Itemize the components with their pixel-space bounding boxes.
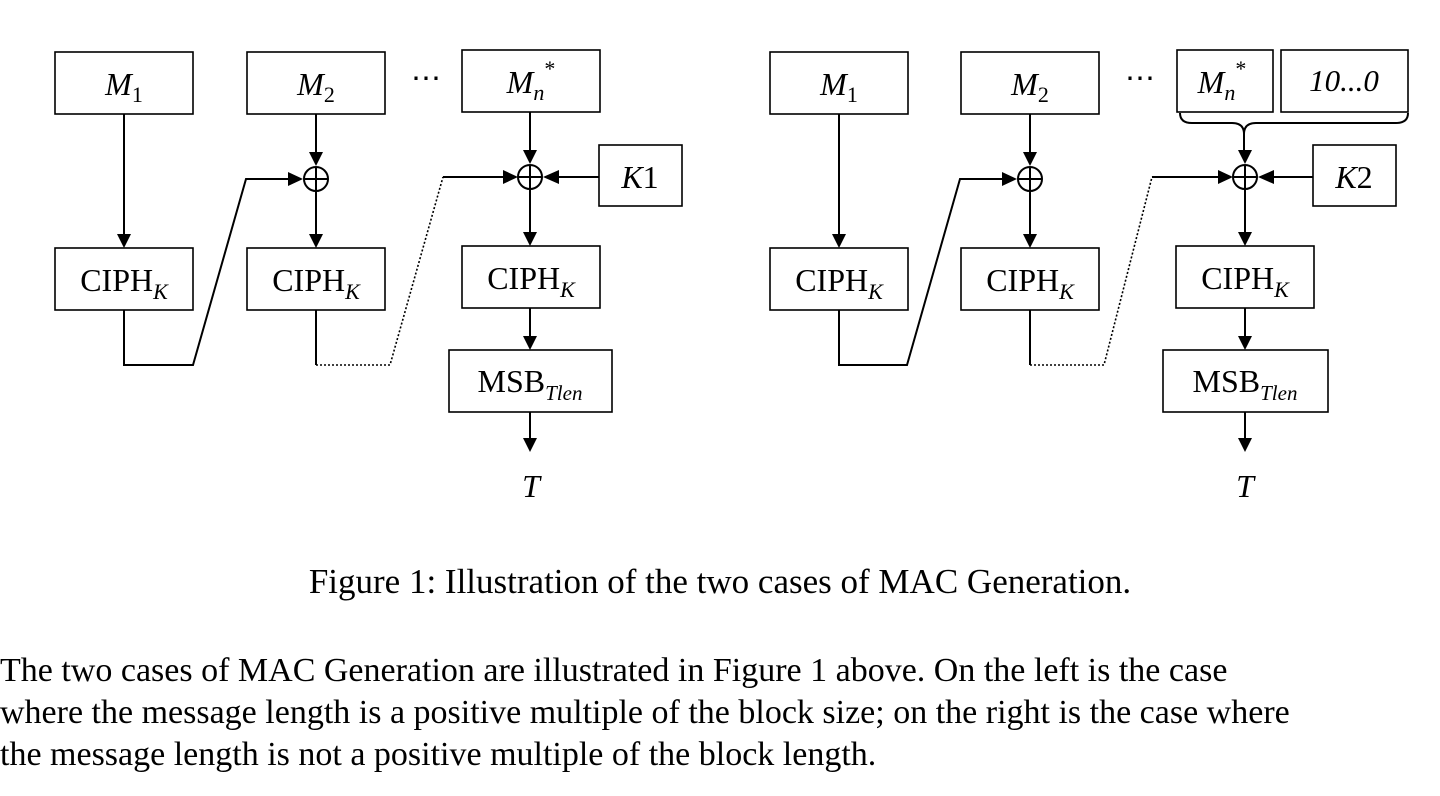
left-ciph-block-n: CIPHK bbox=[461, 245, 601, 309]
right-mn-block: Mn* bbox=[1176, 49, 1274, 113]
svg-text:MSBTlen: MSBTlen bbox=[1193, 363, 1298, 405]
left-output-t: T bbox=[522, 468, 542, 504]
left-connectors bbox=[117, 112, 599, 452]
svg-text:CIPHK: CIPHK bbox=[795, 262, 884, 304]
right-connectors bbox=[832, 114, 1313, 452]
left-xor-1 bbox=[303, 166, 329, 192]
svg-text:Mn*: Mn* bbox=[506, 56, 556, 105]
right-output-t: T bbox=[1236, 468, 1256, 504]
left-ciph-block-1: CIPHK bbox=[54, 247, 194, 311]
left-m2-block: M2 bbox=[246, 51, 386, 115]
svg-text:M2: M2 bbox=[1010, 66, 1049, 107]
figure-caption: Figure 1: Illustration of the two cases … bbox=[308, 562, 1132, 601]
svg-text:K2: K2 bbox=[1334, 159, 1372, 195]
svg-text:CIPHK: CIPHK bbox=[272, 262, 361, 304]
right-xor-1 bbox=[1017, 166, 1043, 192]
right-ellipsis: ⋯ bbox=[1125, 62, 1155, 95]
svg-text:10...0: 10...0 bbox=[1309, 63, 1379, 98]
paragraph-line: The two cases of MAC Generation are illu… bbox=[0, 652, 1228, 689]
right-xor-n bbox=[1232, 164, 1258, 190]
svg-text:M2: M2 bbox=[296, 66, 335, 107]
right-diagram: M1 M2 ⋯ Mn* 10...0 K2 CIPHK bbox=[769, 49, 1409, 504]
right-m1-block: M1 bbox=[769, 51, 909, 115]
left-m1-block: M1 bbox=[54, 51, 194, 115]
svg-text:CIPHK: CIPHK bbox=[1201, 260, 1290, 302]
svg-text:MSBTlen: MSBTlen bbox=[478, 363, 583, 405]
paragraph-line: where the message length is a positive m… bbox=[0, 694, 1290, 731]
svg-text:K1: K1 bbox=[620, 159, 658, 195]
left-ciph-block-2: CIPHK bbox=[246, 247, 386, 311]
right-m2-block: M2 bbox=[960, 51, 1100, 115]
svg-text:CIPHK: CIPHK bbox=[80, 262, 169, 304]
left-k1-block: K1 bbox=[598, 144, 683, 207]
left-xor-n bbox=[517, 164, 543, 190]
left-mn-block: Mn* bbox=[461, 49, 601, 113]
mac-generation-diagram: M1 M2 ⋯ Mn* K1 CIPHK CIPHK CIPHK bbox=[54, 49, 1409, 504]
svg-text:M1: M1 bbox=[104, 66, 143, 107]
right-ciph-block-n: CIPHK bbox=[1175, 245, 1315, 309]
svg-text:CIPHK: CIPHK bbox=[487, 260, 576, 302]
body-paragraph: The two cases of MAC Generation are illu… bbox=[0, 650, 1440, 776]
svg-text:M1: M1 bbox=[819, 66, 858, 107]
paragraph-line: the message length is not a positive mul… bbox=[0, 736, 877, 773]
svg-text:CIPHK: CIPHK bbox=[986, 262, 1075, 304]
left-diagram: M1 M2 ⋯ Mn* K1 CIPHK CIPHK CIPHK bbox=[54, 49, 683, 504]
left-ellipsis: ⋯ bbox=[411, 62, 441, 95]
left-msb-block: MSBTlen bbox=[448, 349, 613, 413]
right-msb-block: MSBTlen bbox=[1162, 349, 1329, 413]
right-padding-block: 10...0 bbox=[1280, 49, 1409, 113]
right-k2-block: K2 bbox=[1312, 144, 1397, 207]
svg-text:Mn*: Mn* bbox=[1197, 56, 1247, 105]
right-ciph-block-1: CIPHK bbox=[769, 247, 909, 311]
right-concat-brace bbox=[1179, 112, 1409, 135]
right-ciph-block-2: CIPHK bbox=[960, 247, 1100, 311]
